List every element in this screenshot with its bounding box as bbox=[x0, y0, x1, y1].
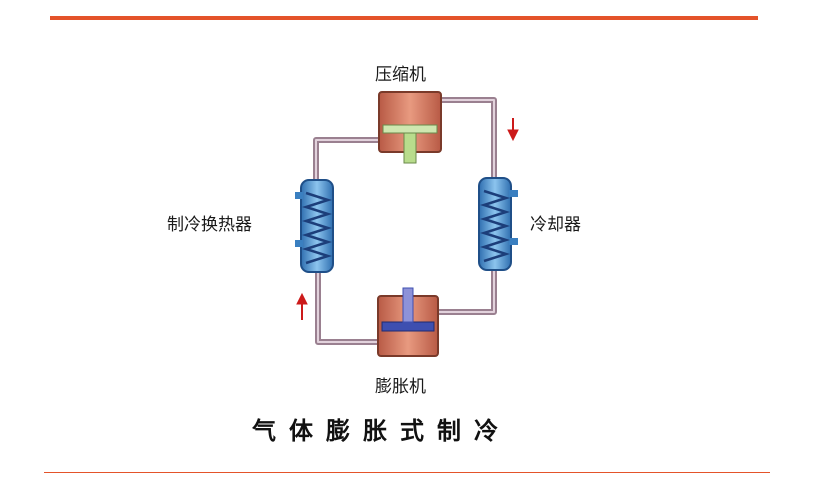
cooler-coil bbox=[479, 189, 511, 263]
compressor-unit bbox=[378, 91, 442, 164]
flow-arrow-up bbox=[296, 292, 308, 320]
compressor-piston bbox=[382, 124, 438, 134]
compressor-rod bbox=[403, 132, 417, 164]
expander-label: 膨胀机 bbox=[375, 377, 426, 397]
diagram-caption: 气体膨胀式制冷 bbox=[252, 416, 511, 445]
bottom-divider bbox=[44, 472, 770, 473]
top-divider bbox=[50, 16, 758, 20]
expander-piston bbox=[381, 321, 435, 332]
refrigerating-exchanger-unit bbox=[295, 179, 334, 273]
expander-rod bbox=[402, 287, 414, 323]
refrigerating-exchanger-coil bbox=[301, 191, 333, 265]
pipe-loop bbox=[313, 97, 497, 345]
cooler-label: 冷却器 bbox=[530, 215, 581, 235]
expander-unit bbox=[377, 287, 439, 357]
flow-arrow-down bbox=[507, 118, 519, 142]
compressor-label: 压缩机 bbox=[375, 65, 426, 85]
refrigerating-exchanger-label: 制冷换热器 bbox=[167, 215, 252, 235]
cooler-unit bbox=[478, 177, 518, 271]
